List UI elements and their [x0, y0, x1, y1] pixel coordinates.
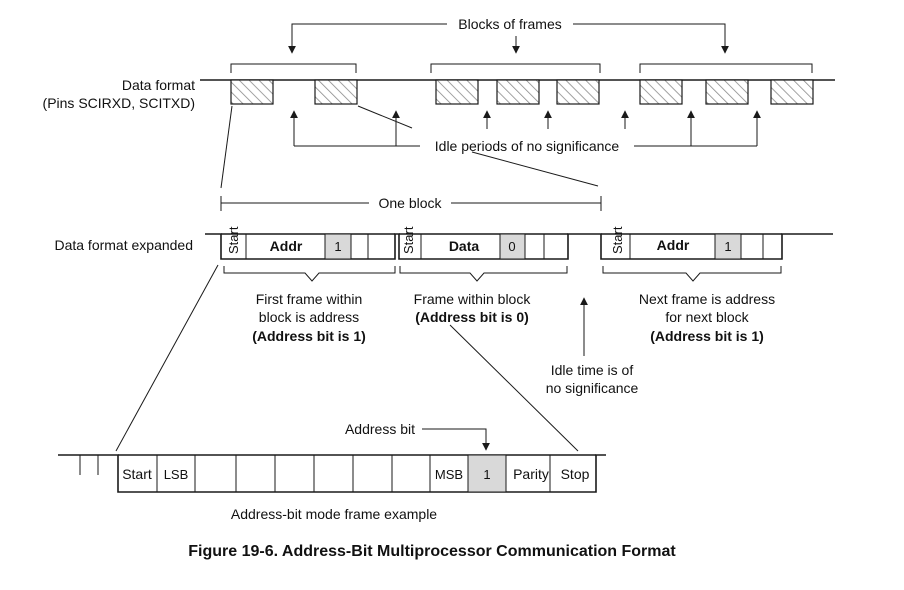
- frame-block-1b: [314, 79, 358, 105]
- frame-1: Start Addr 1: [226, 226, 369, 260]
- block-braces: [230, 63, 813, 73]
- start-bit-label-2: Start: [401, 226, 416, 254]
- address-bit-cell-2: [499, 233, 526, 260]
- hatched-frames: [230, 79, 814, 105]
- start-bit-label-3: Start: [610, 226, 625, 254]
- idle-periods-label: Idle periods of no significance: [435, 138, 620, 154]
- next-frame-line-3: (Address bit is 1): [650, 328, 764, 344]
- brace-frame-within: [399, 266, 568, 282]
- projection-down-left: [115, 264, 219, 452]
- frame-3: Start Addr 1: [610, 226, 764, 260]
- first-frame-line-1: First frame within: [256, 291, 363, 307]
- frame-2: Start Data 0: [401, 226, 545, 260]
- address-bit-cell-bottom: [467, 454, 507, 493]
- frame-block-2b: [496, 79, 540, 105]
- bottom-lsb-label: LSB: [164, 467, 189, 482]
- blocks-arrow-right: [573, 23, 729, 54]
- one-block-label: One block: [378, 195, 442, 211]
- pins-label: (Pins SCIRXD, SCITXD): [43, 95, 195, 111]
- idle-period-arrows: [290, 110, 761, 147]
- projection-right-a: [357, 105, 413, 129]
- projection-left: [220, 105, 233, 189]
- bottom-parity-label: Parity: [513, 466, 549, 482]
- address-bit-value-1: 1: [334, 239, 341, 254]
- projection-down-right: [449, 324, 579, 452]
- frame-within-line-1: Frame within block: [414, 291, 532, 307]
- frame-block-3c: [770, 79, 814, 105]
- data-format-expanded-label: Data format expanded: [54, 237, 193, 253]
- address-bit-cell-3: [714, 233, 742, 260]
- bottom-start-label: Start: [122, 466, 152, 482]
- blocks-arrow-left: [288, 23, 447, 54]
- first-frame-line-3: (Address bit is 1): [252, 328, 366, 344]
- address-bit-arrow: [422, 428, 490, 451]
- projection-right-b: [471, 151, 599, 187]
- expanded-waveform: [205, 233, 833, 260]
- frame-block-2c: [556, 79, 600, 105]
- next-frame-line-2: for next block: [665, 309, 749, 325]
- idle-time-line-1: Idle time is of: [551, 362, 634, 378]
- first-frame-line-2: block is address: [259, 309, 359, 325]
- data-format-label: Data format: [122, 77, 195, 93]
- next-frame-line-1: Next frame is address: [639, 291, 775, 307]
- brace-block-2: [430, 63, 601, 73]
- brace-next-frame: [602, 266, 782, 282]
- address-bit-label: Address bit: [345, 421, 415, 437]
- bottom-msb-label: MSB: [435, 467, 463, 482]
- addr-field-label-1: Addr: [270, 238, 303, 254]
- frame-example-label: Address-bit mode frame example: [231, 506, 437, 522]
- blocks-of-frames-label: Blocks of frames: [458, 16, 561, 32]
- bottom-frame-cells: [156, 454, 551, 493]
- address-bit-value-3: 1: [724, 239, 731, 254]
- bottom-waveform: [58, 454, 606, 493]
- frame-within-line-2: (Address bit is 0): [415, 309, 529, 325]
- frame-block-2a: [435, 79, 479, 105]
- frame-block-1a: [230, 79, 274, 105]
- address-bit-value-2: 0: [508, 239, 515, 254]
- frame-block-3a: [639, 79, 683, 105]
- start-bit-label-1: Start: [226, 226, 241, 254]
- frame-block-3b: [705, 79, 749, 105]
- figure-caption: Figure 19-6. Address-Bit Multiprocessor …: [188, 543, 676, 560]
- data-field-label: Data: [449, 238, 480, 254]
- brace-first-frame: [223, 266, 396, 282]
- idle-time-line-2: no significance: [546, 380, 639, 396]
- addr-field-label-3: Addr: [657, 237, 690, 253]
- brace-block-1: [230, 63, 357, 73]
- bottom-address-bit-value: 1: [483, 467, 490, 482]
- brace-block-3: [639, 63, 813, 73]
- address-bit-cell-1: [324, 233, 352, 260]
- bottom-stop-label: Stop: [561, 466, 590, 482]
